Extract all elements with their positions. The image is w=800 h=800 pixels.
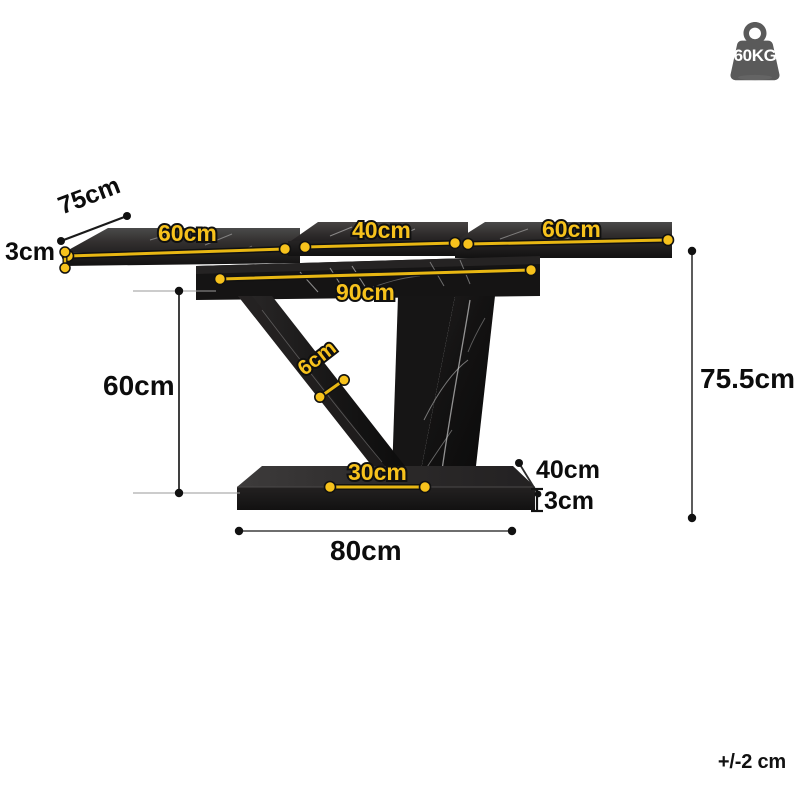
dim-line-top-leaf-left bbox=[61, 242, 292, 263]
label-total-height: 75.5cm bbox=[700, 363, 795, 394]
table-base-slab bbox=[237, 466, 535, 510]
dim-line-column-width bbox=[323, 480, 432, 494]
dim-line-top-depth bbox=[57, 212, 131, 245]
dim-line-top-thickness bbox=[59, 246, 71, 274]
label-base-depth: 40cm bbox=[536, 456, 600, 484]
tolerance-note: +/-2 cm bbox=[717, 751, 786, 773]
label-column-width: 30cm bbox=[346, 459, 409, 486]
table-leg-left-strut bbox=[238, 296, 405, 466]
dim-line-total-height bbox=[687, 246, 697, 523]
label-top-leaf-left: 60cm bbox=[156, 220, 219, 247]
weight-badge: 60KG bbox=[722, 20, 788, 82]
dim-line-base-width bbox=[234, 526, 517, 536]
weight-kettlebell-icon bbox=[730, 22, 780, 81]
label-top-thickness: 3cm bbox=[5, 238, 56, 266]
label-base-width: 80cm bbox=[330, 535, 402, 566]
label-base-thickness: 3cm bbox=[544, 487, 595, 515]
tabletop-right-leaf bbox=[455, 222, 672, 258]
dim-line-top-leaf-right bbox=[461, 233, 675, 251]
table-apron bbox=[196, 256, 540, 300]
label-top-center: 40cm bbox=[350, 217, 413, 244]
weight-badge-label: 60KG bbox=[733, 46, 777, 65]
label-core-width: 90cm bbox=[334, 279, 397, 306]
table-leg-right-panel bbox=[392, 296, 495, 475]
dim-line-strut-width bbox=[313, 373, 350, 403]
label-clearance-height: 60cm bbox=[103, 370, 175, 401]
dim-line-clearance-height bbox=[133, 286, 240, 498]
dim-line-top-center bbox=[298, 236, 462, 254]
dim-line-core-width bbox=[213, 263, 538, 286]
dim-line-base-thickness bbox=[531, 487, 543, 513]
label-top-leaf-right: 60cm bbox=[540, 216, 603, 243]
